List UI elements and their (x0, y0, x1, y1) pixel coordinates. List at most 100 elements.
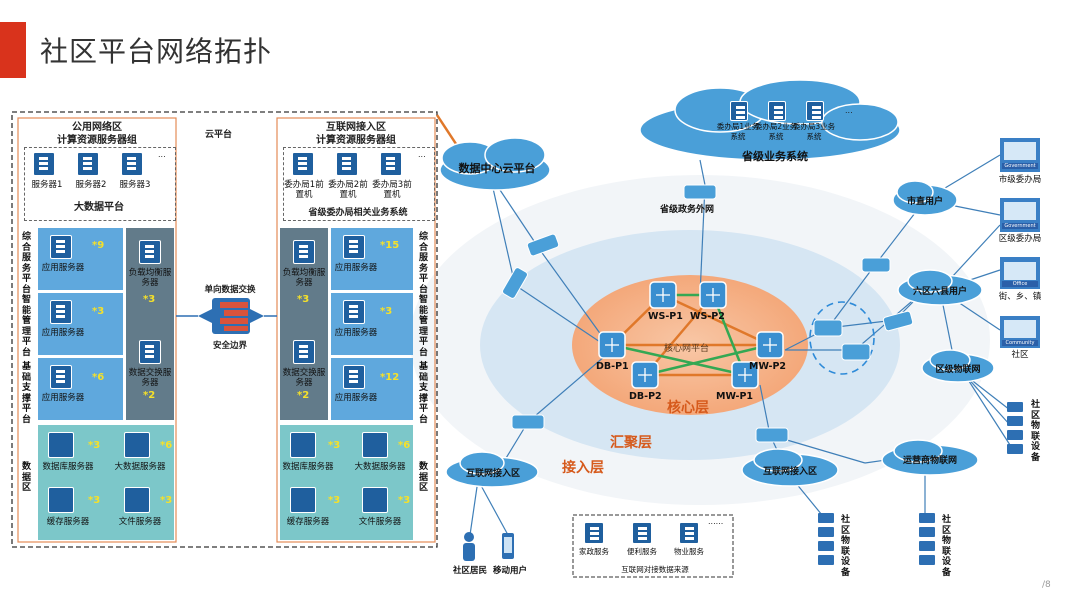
count-badge: *3 (328, 495, 341, 506)
server-label: 应用服务器 (41, 263, 85, 273)
aggregation-layer-label: 汇聚层 (610, 435, 652, 451)
provincial-item-label: 委办局3业务系统 (792, 122, 836, 141)
gateway-label: 单向数据交换 (204, 285, 256, 295)
server-label: 应用服务器 (334, 393, 378, 403)
firewall-icon (198, 298, 264, 334)
big-data-icon (124, 432, 150, 458)
file-server-icon (362, 487, 388, 513)
count-badge: *3 (88, 440, 101, 451)
count-badge: *15 (380, 240, 400, 251)
provincial-item-label: 委办局2业务系统 (754, 122, 798, 141)
gov-site-label: 社区 (1011, 350, 1029, 360)
core-layer-label: 核心层 (667, 400, 709, 416)
server-label: 数据库服务器 (42, 462, 94, 472)
gov-badge: Government (1002, 163, 1038, 169)
server-icon (293, 240, 315, 264)
gov-site-label: 街、乡、镇 (998, 292, 1042, 302)
front-ellipsis: ... (418, 150, 426, 159)
count-badge: *2 (297, 390, 310, 401)
side-label: 数据区 (21, 462, 31, 493)
title-accent-bar (0, 22, 26, 78)
server-icon (121, 152, 143, 176)
server-label: 缓存服务器 (286, 517, 330, 527)
server-label: 文件服务器 (118, 517, 162, 527)
core-node-label: MW-P1 (716, 391, 754, 402)
iot-device-label: 社区物联设备 (1030, 400, 1040, 463)
server-icon (768, 101, 786, 121)
public-zone-title-line1: 公用网络区 (72, 122, 122, 133)
server-icon (50, 235, 72, 259)
services-ellipsis: ...... (708, 517, 724, 526)
city-users-cloud-shape (892, 180, 958, 216)
provincial-ellipsis: ... (845, 106, 853, 115)
core-platform-label: 核心网平台 (664, 344, 710, 354)
cloud-platform-label: 云平台 (205, 130, 233, 140)
front-server-group (283, 147, 435, 221)
server-label: 负载均衡服务器 (128, 268, 172, 288)
server-icon (806, 101, 824, 121)
server-icon (50, 365, 72, 389)
iot-device-label: 社区物联设备 (840, 515, 850, 578)
district-users-label: 六区六县用户 (912, 287, 967, 297)
gov-badge: Community (1002, 340, 1038, 346)
public-ellipsis: ... (158, 150, 166, 159)
cloud-platform-boundary (11, 111, 438, 548)
count-badge: *3 (297, 294, 310, 305)
server-label: 应用服务器 (41, 328, 85, 338)
carrier-iot-cloud-shape (881, 439, 979, 476)
server-label: 委办局1前置机 (284, 180, 324, 200)
internet-access-right-cloud-shape (741, 448, 839, 487)
end-user-label: 社区居民 (452, 566, 487, 576)
file-server-icon (124, 487, 150, 513)
core-node-label: WS-P1 (648, 311, 683, 322)
count-badge: *6 (160, 440, 173, 451)
count-badge: *3 (92, 306, 105, 317)
end-user-label: 移动用户 (492, 566, 527, 576)
server-label: 数据交换服务器 (282, 368, 326, 388)
public-zone-title: 公用网络区 计算资源服务器组 (18, 121, 176, 147)
server-label: 服务器2 (75, 180, 107, 190)
server-icon (50, 300, 72, 324)
side-label: 智能管理平台 (21, 295, 31, 358)
core-node-label: WS-P2 (690, 311, 725, 322)
internet-zone-title: 互联网接入区 计算资源服务器组 (277, 121, 435, 147)
server-label: 大数据服务器 (114, 462, 166, 472)
server-icon (343, 235, 365, 259)
server-icon (139, 240, 161, 264)
database-icon (48, 432, 74, 458)
count-badge: *3 (328, 440, 341, 451)
count-badge: *3 (160, 495, 173, 506)
internet-zone-title-line1: 互联网接入区 (326, 122, 386, 133)
provincial-systems-label: 省级委办局相关业务系统 (308, 208, 408, 218)
internet-access-left-cloud-shape (445, 451, 539, 488)
cache-server-icon (48, 487, 74, 513)
server-label: 数据交换服务器 (128, 368, 172, 388)
services-caption: 互联网对接数据来源 (621, 565, 689, 574)
page-title: 社区平台网络拓扑 (40, 35, 273, 68)
server-icon (730, 101, 748, 121)
resident-user-icon (463, 532, 475, 561)
access-layer-label: 接入层 (562, 460, 604, 476)
server-label: 委办局3前置机 (372, 180, 412, 200)
internet-zone-boundary (276, 117, 436, 543)
count-badge: *9 (92, 240, 105, 251)
internet-access-right-label: 互联网接入区 (762, 467, 817, 477)
server-icon (336, 152, 358, 176)
district-users-cloud-shape (897, 269, 983, 306)
server-icon (380, 152, 402, 176)
server-icon (77, 152, 99, 176)
server-icon (33, 152, 55, 176)
server-icon (139, 340, 161, 364)
district-iot-label: 区级物联网 (935, 365, 981, 375)
server-icon (292, 152, 314, 176)
server-icon (632, 522, 652, 544)
count-badge: *6 (398, 440, 411, 451)
side-label: 智能管理平台 (418, 295, 428, 358)
side-label: 数据区 (418, 462, 428, 493)
server-icon (679, 522, 699, 544)
server-icon (343, 300, 365, 324)
gov-badge: Government (1002, 223, 1038, 229)
server-label: 服务器3 (119, 180, 151, 190)
district-iot-cloud-shape (921, 349, 995, 383)
